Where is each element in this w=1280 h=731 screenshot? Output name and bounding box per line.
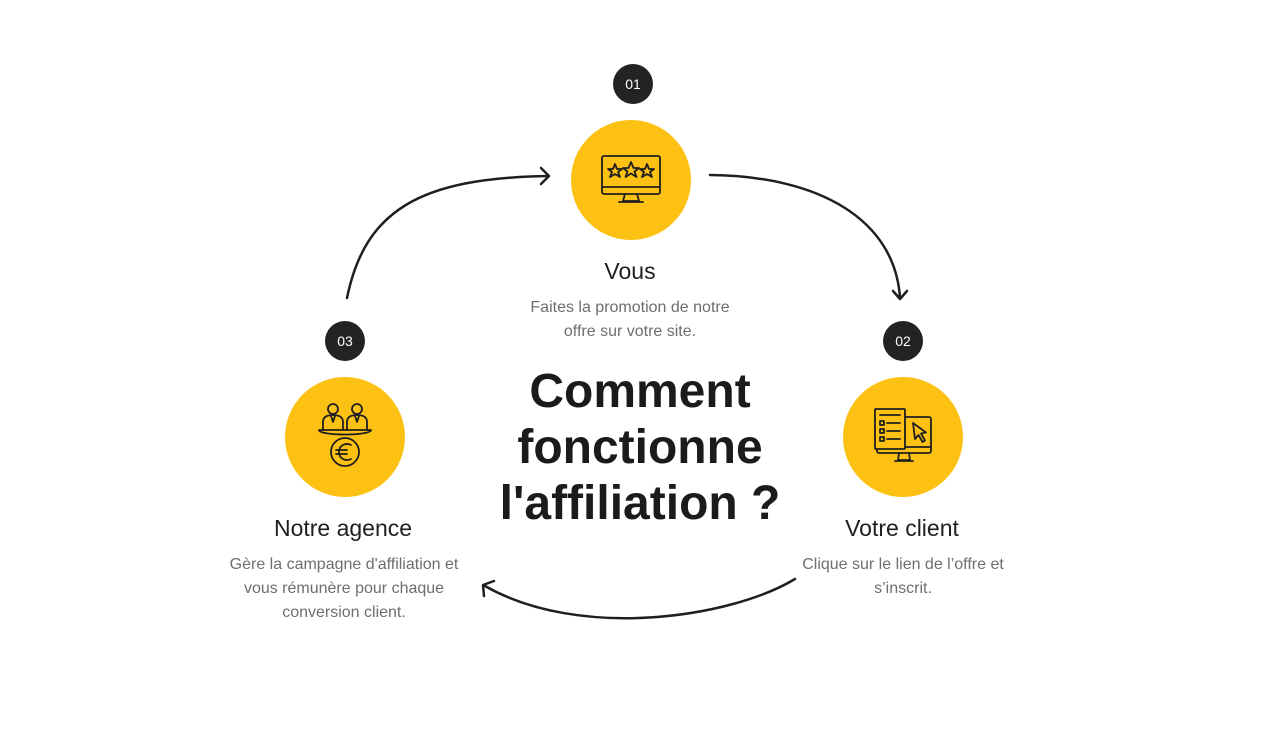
step-3-circle xyxy=(285,377,405,497)
step-2-badge: 02 xyxy=(883,321,923,361)
step-2-description: Clique sur le lien de l’offre et s’inscr… xyxy=(802,556,1004,597)
arrow-step1-to-step2 xyxy=(708,173,902,300)
arrow-step2-to-step3 xyxy=(483,577,797,620)
step-1-badge: 01 xyxy=(613,64,653,104)
step-1-title: Vous xyxy=(604,258,656,284)
arrow-step3-to-step1 xyxy=(345,174,550,300)
step-3-description: Gère la campagne d'affiliation et vous r… xyxy=(229,556,459,621)
team-euro-icon xyxy=(318,403,372,467)
step-3-title: Notre agence xyxy=(273,515,413,541)
step-1-description: Faites la promotion de notre offre sur v… xyxy=(530,299,730,340)
monitor-form-cursor-icon xyxy=(874,408,932,462)
monitor-stars-icon xyxy=(601,155,661,203)
step-2-title: Votre client xyxy=(845,515,959,541)
step-2-circle xyxy=(843,377,963,497)
step-3-badge: 03 xyxy=(325,321,365,361)
page-title: Comment fonctionne l'affiliation ? xyxy=(499,365,781,530)
step-1-circle xyxy=(571,120,691,240)
